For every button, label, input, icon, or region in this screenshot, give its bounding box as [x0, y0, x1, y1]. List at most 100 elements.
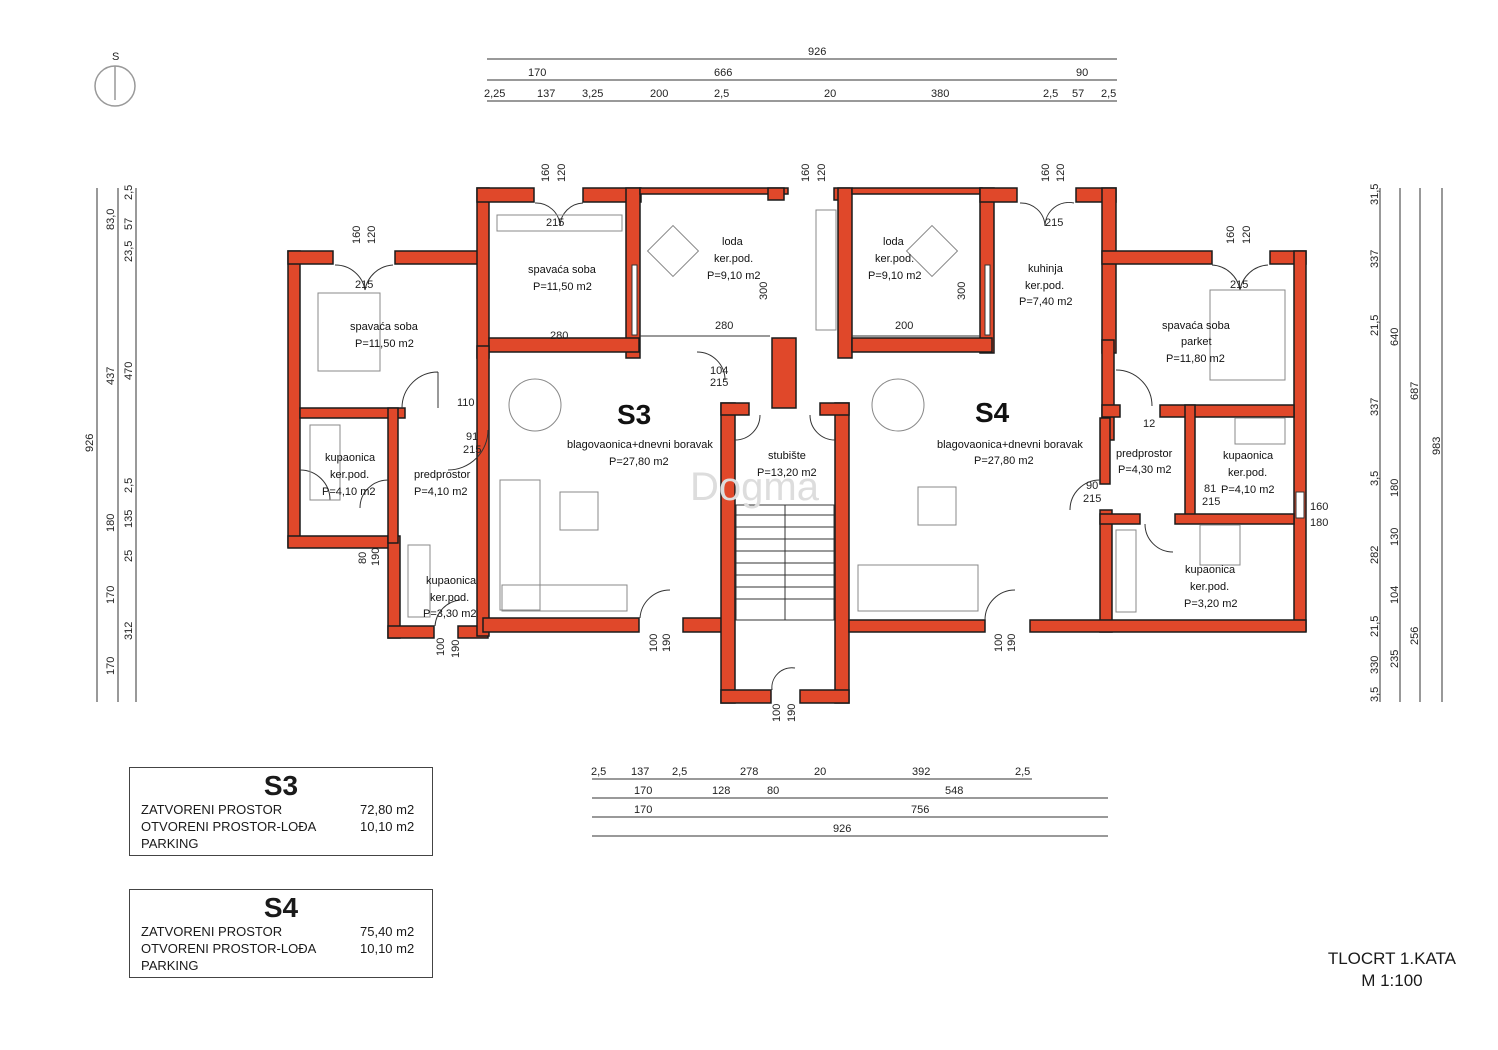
- left-dim: 312: [123, 622, 135, 640]
- north-arrow-icon: S: [94, 51, 136, 107]
- left-dim: 23,5: [123, 241, 135, 262]
- left-dim: 2,5: [123, 185, 135, 200]
- top-dim: 666: [714, 67, 732, 79]
- door-label: 215: [710, 377, 728, 389]
- right-dim: 337: [1369, 250, 1381, 268]
- drawing-title-block: TLOCRT 1.KATA M 1:100: [1328, 948, 1456, 992]
- top-dim-overall: 926: [808, 46, 826, 58]
- opening-dim: 160: [1040, 164, 1052, 182]
- doors: [299, 202, 1269, 691]
- room-name: blagovaonica+dnevni boravak: [567, 439, 713, 451]
- drawing-title: TLOCRT 1.KATA: [1327, 949, 1456, 968]
- wall-labels: 280 280 200 300 300 110 12: [457, 282, 1155, 430]
- door-label: 100: [648, 634, 660, 652]
- opening-dim: 160: [1225, 226, 1237, 244]
- top-dim: 90: [1076, 67, 1088, 79]
- top-dim: 2,5: [714, 88, 729, 100]
- left-dim: 437: [105, 367, 117, 385]
- right-dim: 3,5: [1369, 687, 1381, 702]
- opening-dim: 120: [366, 226, 378, 244]
- wall-label: 300: [956, 282, 968, 300]
- windows: [631, 264, 1305, 519]
- bottom-dim: 2,5: [672, 766, 687, 778]
- room-name: predprostor: [1116, 448, 1173, 460]
- legend-title: S3: [263, 770, 299, 801]
- bottom-dim: 170: [634, 785, 652, 797]
- furniture: [309, 209, 1286, 618]
- opening-dim: 120: [1055, 164, 1067, 182]
- watermark: Dogma: [690, 465, 820, 509]
- room-floor: ker.pod.: [330, 469, 369, 481]
- right-dim: 282: [1369, 546, 1381, 564]
- right-dim: 21,5: [1369, 616, 1381, 637]
- left-dim: 2,5: [123, 478, 135, 493]
- door-label: 81: [1204, 483, 1216, 495]
- room-floor: ker.pod.: [1190, 581, 1229, 593]
- opening-dim: 160: [351, 226, 363, 244]
- top-dim: 137: [537, 88, 555, 100]
- room-floor: ker.pod.: [1025, 280, 1064, 292]
- wall-label: 300: [758, 282, 770, 300]
- right-dim: 104: [1389, 586, 1401, 604]
- right-dim: 640: [1389, 328, 1401, 346]
- room-area: P=11,50 m2: [355, 338, 414, 350]
- legend-row: ZATVORENI PROSTOR: [141, 802, 283, 817]
- bottom-dim: 278: [740, 766, 758, 778]
- room-area: P=9,10 m2: [707, 270, 761, 282]
- bottom-dim: 2,5: [1015, 766, 1030, 778]
- door-label: 91: [466, 431, 478, 443]
- door-label: 190: [1006, 634, 1018, 652]
- left-dim: 180: [105, 514, 117, 532]
- legend-value: 72,80 m2: [360, 802, 415, 817]
- door-label: 215: [1083, 493, 1101, 505]
- rooms-s3: spavaća soba P=11,50 m2 spavaća soba P=1…: [322, 236, 761, 620]
- right-dimensions: 983 687 640 256 337 337 282 235 180 130 …: [1369, 184, 1443, 702]
- left-dim: 470: [123, 362, 135, 380]
- legend-row: PARKING: [141, 958, 199, 973]
- room-name: loda: [883, 236, 905, 248]
- left-dim: 25: [123, 550, 135, 562]
- legend-title: S4: [263, 892, 299, 923]
- top-dim: 20: [824, 88, 836, 100]
- door-label: 100: [993, 634, 1005, 652]
- room-name: kupaonica: [1223, 450, 1274, 462]
- right-dim-overall: 983: [1431, 437, 1443, 455]
- unit-label-s4: S4: [975, 397, 1010, 428]
- bottom-dim: 20: [814, 766, 826, 778]
- legend-row: ZATVORENI PROSTOR: [141, 924, 283, 939]
- wall-label: 12: [1143, 418, 1155, 430]
- room-name: predprostor: [414, 469, 471, 481]
- door-label: 215: [355, 279, 373, 291]
- room-area: P=4,30 m2: [1118, 464, 1172, 476]
- door-label: 90: [1086, 480, 1098, 492]
- area-legend-s3: S3 ZATVORENI PROSTOR OTVORENI PROSTOR-LO…: [129, 767, 433, 856]
- bottom-dim: 548: [945, 785, 963, 797]
- door-label: 100: [771, 704, 783, 722]
- top-dim: 3,25: [582, 88, 603, 100]
- room-area: P=11,50 m2: [533, 281, 592, 293]
- right-dim: 337: [1369, 398, 1381, 416]
- bottom-dimensions: 2,5 137 2,5 278 20 392 2,5 170 128 80 54…: [591, 766, 1108, 837]
- unit-label-s3: S3: [617, 399, 651, 430]
- door-labels: 215 215 215 215 104 215 91 215 81 215 90…: [355, 217, 1328, 722]
- bottom-dim: 128: [712, 785, 730, 797]
- opening-dim: 160: [540, 164, 552, 182]
- opening-dim: 120: [556, 164, 568, 182]
- legend-row: OTVORENI PROSTOR-LOĐA: [141, 819, 317, 834]
- left-dim: 57: [123, 218, 135, 230]
- room-area: P=11,80 m2: [1166, 353, 1225, 365]
- drawing-scale: M 1:100: [1361, 971, 1423, 990]
- top-dim: 2,5: [1101, 88, 1116, 100]
- door-label: 104: [710, 365, 728, 377]
- top-dim: 2,25: [484, 88, 505, 100]
- opening-dim: 160: [800, 164, 812, 182]
- room-name: blagovaonica+dnevni boravak: [937, 439, 1083, 451]
- area-legend-s4: S4 ZATVORENI PROSTOR OTVORENI PROSTOR-LO…: [129, 889, 433, 978]
- legend-row: OTVORENI PROSTOR-LOĐA: [141, 941, 317, 956]
- legend-value: 10,10 m2: [360, 941, 415, 956]
- bottom-dim: 392: [912, 766, 930, 778]
- opening-dim: 120: [816, 164, 828, 182]
- left-dimensions: 926 437 180 170 170 470 135 312 83,0 57 …: [84, 185, 137, 702]
- rooms-s4: loda ker.pod. P=9,10 m2 kuhinja ker.pod.…: [868, 236, 1275, 610]
- room-name: spavaća soba: [350, 321, 419, 333]
